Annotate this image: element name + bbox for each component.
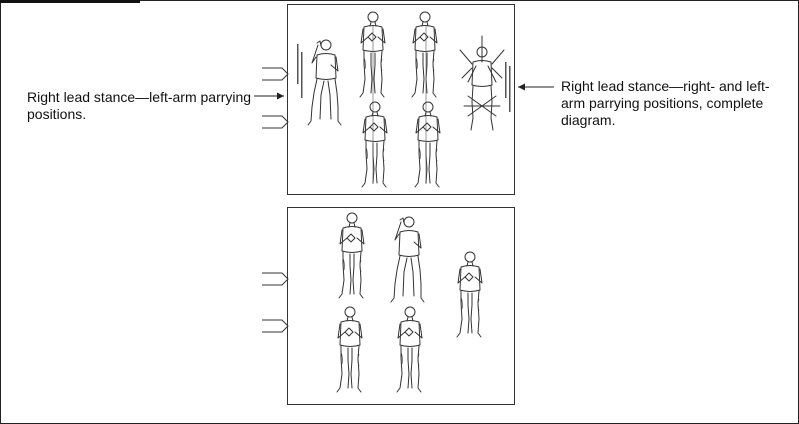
callout-tab-icon-bottom-1 [261, 272, 289, 286]
figure-bottom-2 [390, 216, 425, 303]
right-caption: Right lead stance—right- and left-arm pa… [561, 78, 770, 128]
script-marks-left [297, 44, 303, 98]
top-diagram-panel [287, 4, 515, 195]
arrow-right-icon [254, 92, 284, 100]
bottom-diagram-panel [287, 207, 515, 405]
figure-bottom-3 [456, 251, 483, 338]
figure-top-6 [414, 101, 441, 188]
left-caption: Right lead stance—left-arm parrying posi… [27, 89, 252, 122]
callout-tab-icon-top-1 [261, 67, 289, 81]
callout-tab-icon-bottom-2 [261, 319, 289, 333]
callout-tab-icon-top-2 [261, 115, 289, 129]
figure-bottom-1 [338, 212, 365, 299]
figure-top-3 [411, 11, 438, 98]
figure-bottom-5 [396, 306, 423, 393]
figure-top-2 [359, 11, 386, 98]
figure-top-5 [361, 101, 388, 188]
header-tab-mark [0, 0, 140, 3]
script-marks-right [505, 62, 511, 112]
figure-top-4 [459, 35, 505, 131]
figure-top-1 [307, 39, 342, 126]
arrow-left-icon [518, 83, 554, 91]
figure-bottom-4 [336, 306, 363, 393]
